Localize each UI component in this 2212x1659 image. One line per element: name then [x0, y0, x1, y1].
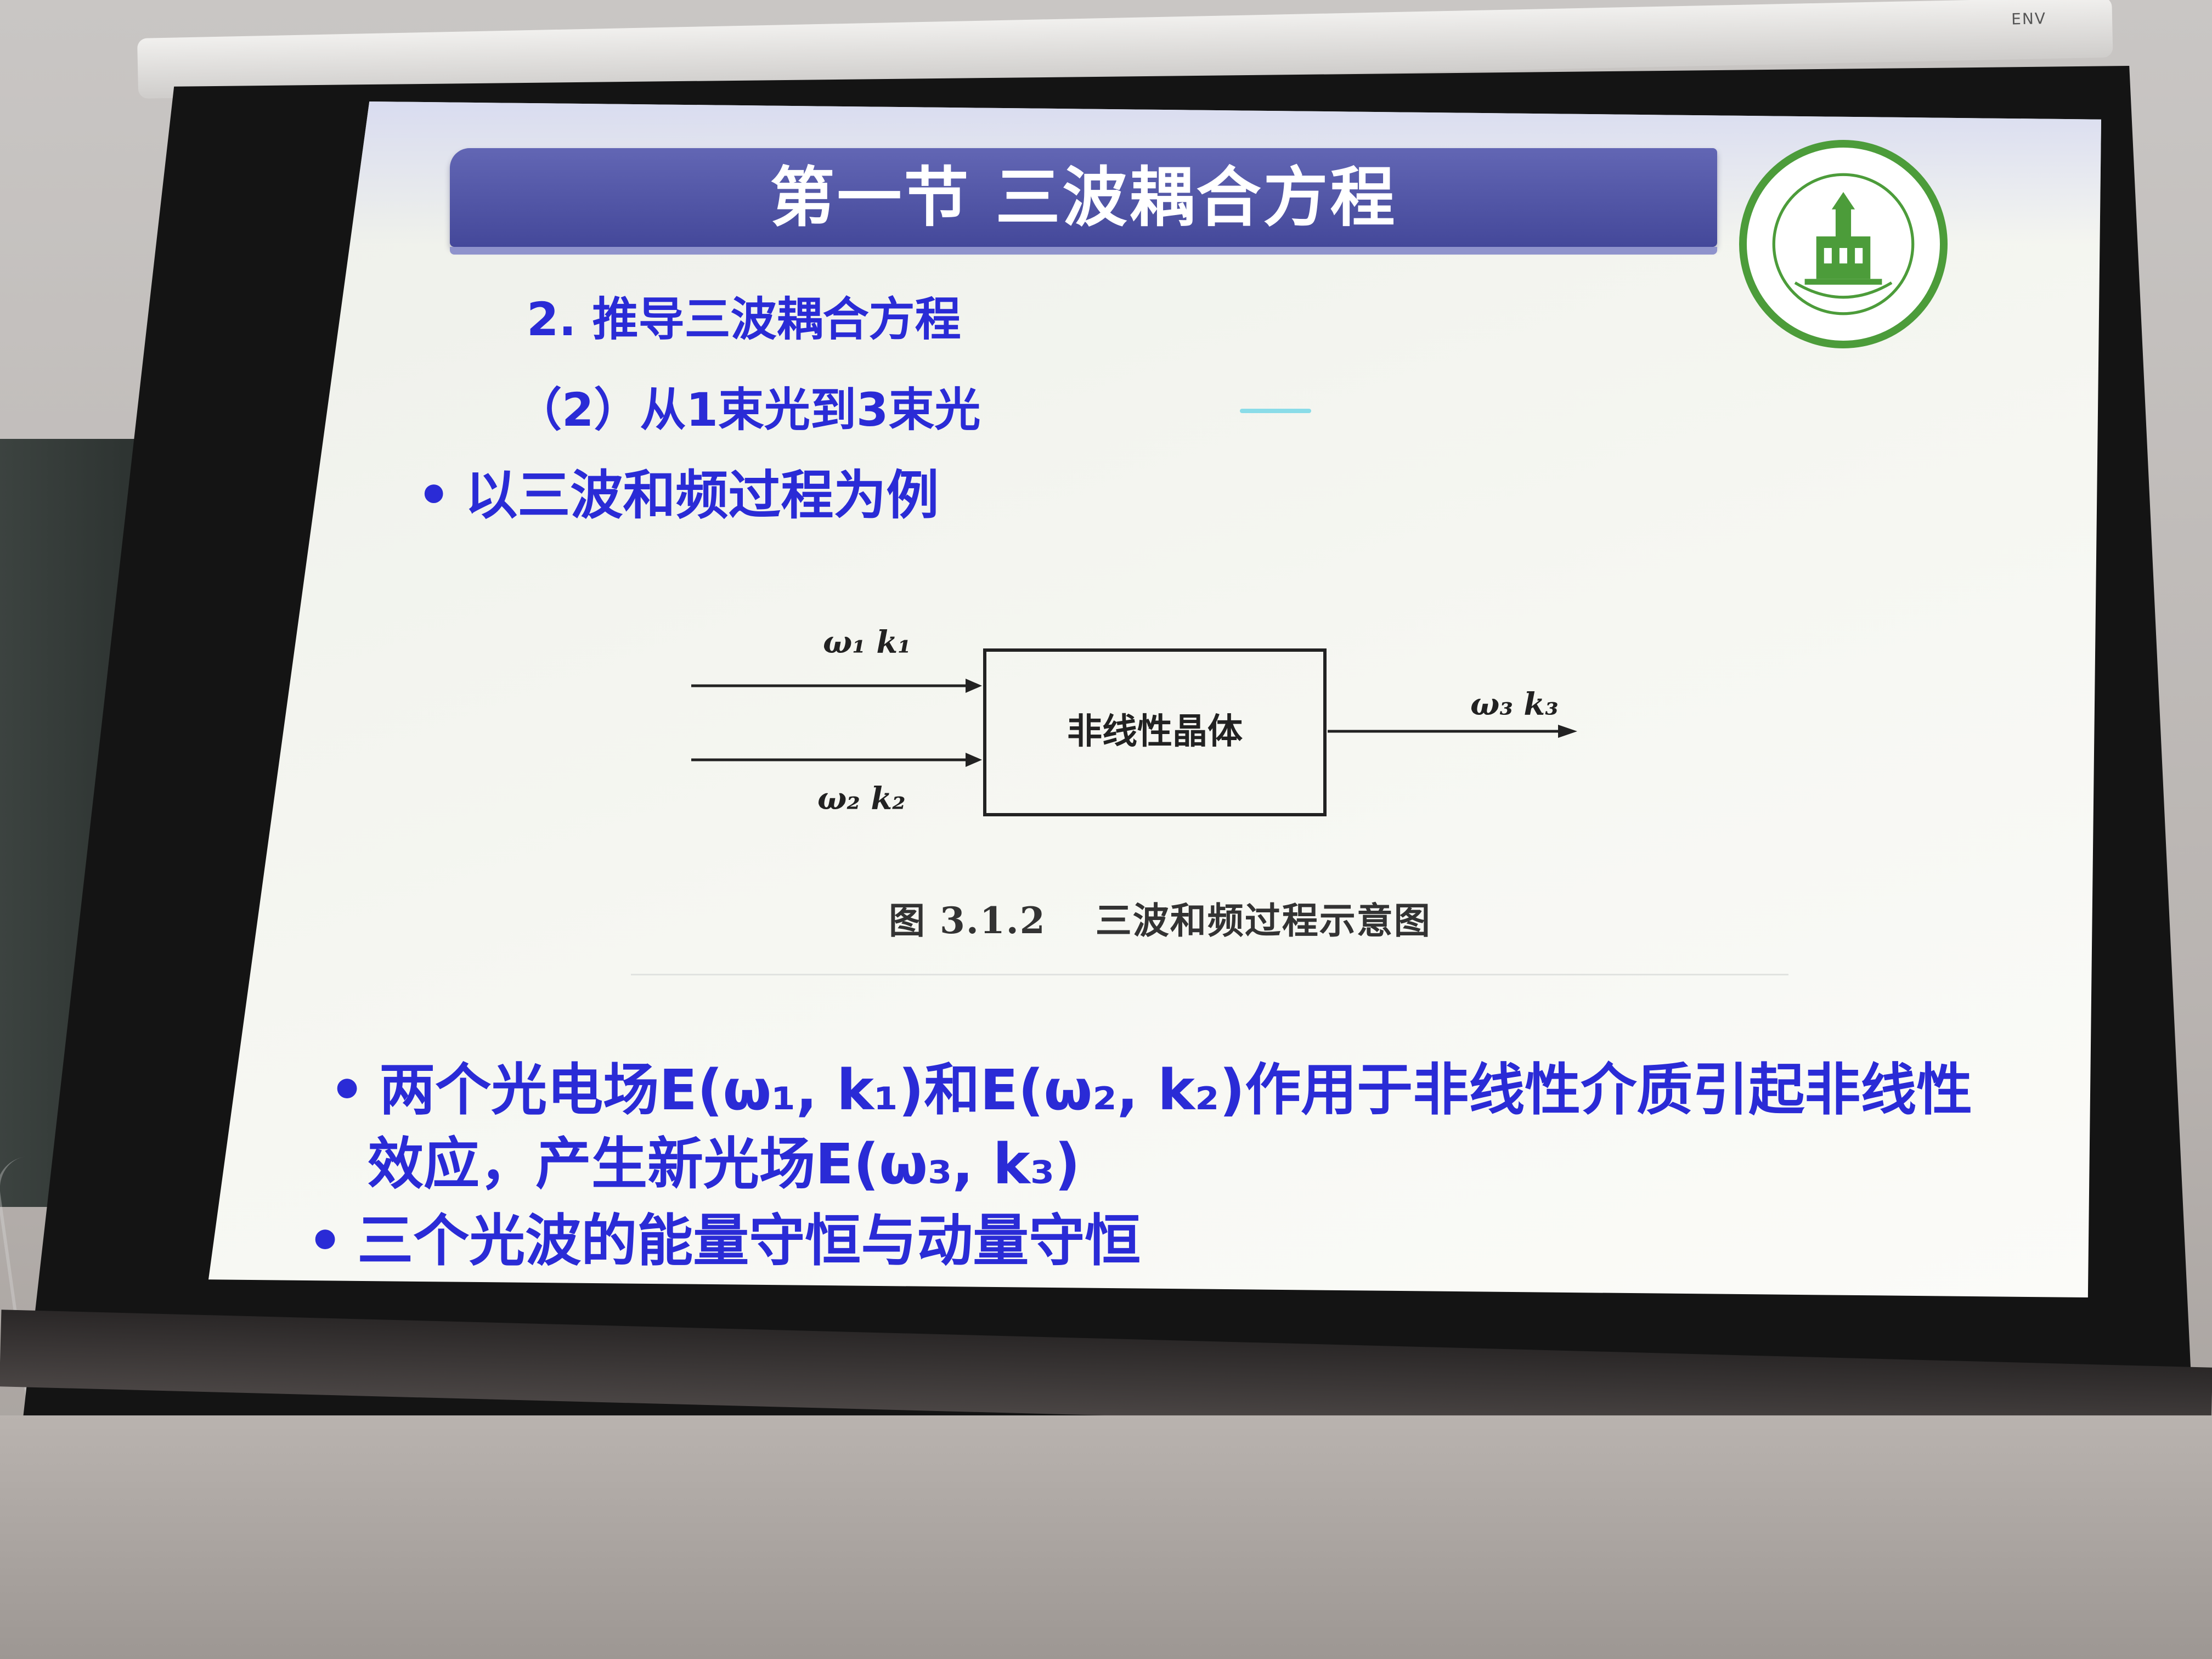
output-label: ω₃ k₃ — [1470, 686, 1559, 723]
bullet-example: •以三波和频过程为例 — [417, 453, 939, 529]
diagram-svg: 非线性晶体 ω₁ k₁ ω₂ k₂ ω₃ k₃ — [691, 624, 1577, 817]
university-seal — [1739, 140, 1948, 348]
bullet-dot: • — [417, 465, 451, 526]
input-2-label: ω₂ k₂ — [817, 781, 906, 817]
laser-pointer-mark — [1240, 409, 1311, 413]
bullet-conservation-text: 三个光波的能量守恒与动量守恒 — [357, 1209, 1141, 1274]
title-bar — [450, 148, 1717, 247]
figure-caption: 图 3.1.2 三波和频过程示意图 — [889, 891, 1431, 944]
subsection-subtitle: （2）从1束光到3束光 — [516, 383, 981, 437]
bullet-dot: • — [329, 1058, 365, 1123]
bullet-dot: • — [307, 1209, 343, 1274]
crystal-box — [983, 648, 1327, 816]
crystal-label: 非线性晶体 — [1067, 712, 1243, 752]
figure-caption-number: 图 3.1.2 — [889, 899, 1046, 942]
input-arrow-1-head — [966, 679, 982, 693]
housing-label: ENV — [2011, 9, 2047, 29]
slide-divider — [631, 974, 1788, 975]
output-arrow-head — [1558, 725, 1577, 738]
input-arrow-2-head — [966, 753, 982, 767]
input-1-label: ω₁ k₁ — [823, 624, 911, 661]
bullet-fields-continued: 效应，产生新光场E(ω₃, k₃) — [368, 1119, 1080, 1200]
section-subtitle: 2. 推导三波耦合方程 — [527, 292, 961, 346]
bullet-fields-line2: 效应，产生新光场E(ω₃, k₃) — [368, 1132, 1081, 1197]
projected-slide: 第一节 三波耦合方程 2. 推导三波耦合方程 （2）从1束光到3束光 •以三波和… — [208, 101, 2101, 1297]
bullet-fields: •两个光电场E(ω₁, k₁)和E(ω₂, k₂)作用于非线性介质引起非线性 — [329, 1045, 1972, 1126]
seal-graphic — [1772, 173, 1915, 315]
bullet-fields-line1: 两个光电场E(ω₁, k₁)和E(ω₂, k₂)作用于非线性介质引起非线性 — [379, 1058, 1973, 1123]
bullet-example-text: 以三波和频过程为例 — [465, 465, 939, 526]
title-bar-stripe — [450, 247, 1717, 255]
figure-caption-text: 三波和频过程示意图 — [1095, 899, 1431, 942]
bullet-conservation: •三个光波的能量守恒与动量守恒 — [307, 1196, 1141, 1277]
sum-frequency-diagram: 非线性晶体 ω₁ k₁ ω₂ k₂ ω₃ k₃ — [691, 584, 1624, 924]
slide-title: 第一节 三波耦合方程 — [770, 160, 1397, 235]
lower-wall — [0, 1415, 2212, 1659]
